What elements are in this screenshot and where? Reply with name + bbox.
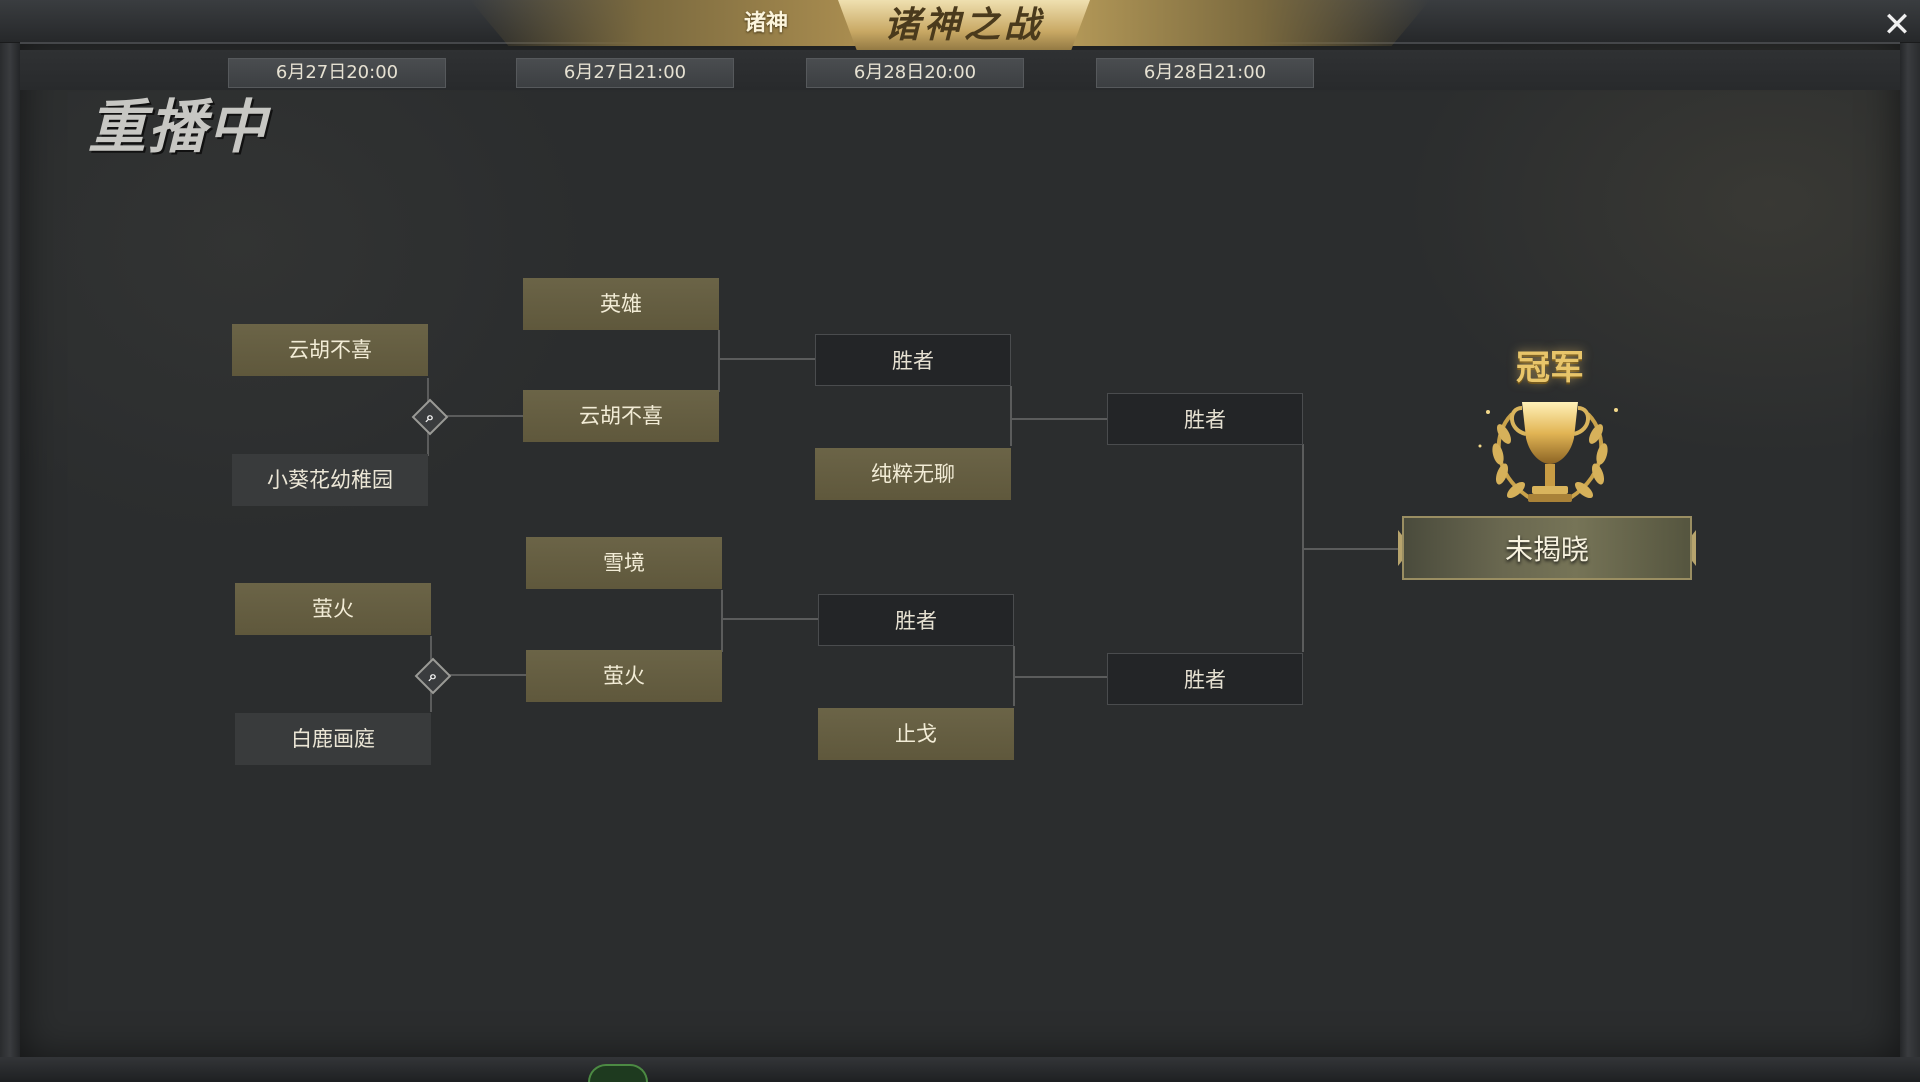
champion-result: 未揭晓 <box>1402 516 1692 580</box>
magnifier-icon: ⌕ <box>428 667 438 685</box>
bracket-slot-r1-3[interactable]: 萤火 <box>235 583 431 635</box>
bracket-slot-r2-4[interactable]: 萤火 <box>526 650 722 702</box>
bracket-slot-r3-1[interactable]: 胜者 <box>815 334 1011 386</box>
trophy-icon <box>1478 402 1618 502</box>
bracket-slot-r1-4[interactable]: 白鹿画庭 <box>235 713 431 765</box>
bracket-slot-r1-1[interactable]: 云胡不喜 <box>232 324 428 376</box>
round-time-3: 6月28日20:00 <box>806 58 1024 88</box>
bracket-slot-r1-2[interactable]: 小葵花幼稚园 <box>232 454 428 506</box>
title-tab[interactable]: 诸神 <box>743 11 788 36</box>
champion-label: 冠军 <box>1516 348 1584 388</box>
replay-status: 重播中 <box>88 93 269 161</box>
bracket-slot-r4-1[interactable]: 胜者 <box>1107 393 1303 445</box>
close-button[interactable]: ✕ <box>1878 6 1916 44</box>
bracket-slot-r3-2[interactable]: 纯粹无聊 <box>815 448 1011 500</box>
magnifier-icon: ⌕ <box>425 408 435 426</box>
bottom-strip <box>0 1057 1920 1080</box>
round-time-2: 6月27日21:00 <box>516 58 734 88</box>
bracket-slot-r3-4[interactable]: 止戈 <box>818 708 1014 760</box>
round-time-4: 6月28日21:00 <box>1096 58 1314 88</box>
bracket-slot-r2-2[interactable]: 云胡不喜 <box>523 390 719 442</box>
bracket-slot-r2-3[interactable]: 雪境 <box>526 537 722 589</box>
page-title: 诸神之战 <box>883 4 1044 46</box>
close-icon: ✕ <box>1882 5 1912 45</box>
round-time-1: 6月27日20:00 <box>228 58 446 88</box>
emblem-icon <box>588 1064 648 1082</box>
bracket-slot-r2-1[interactable]: 英雄 <box>523 278 719 330</box>
bracket-slot-r3-3[interactable]: 胜者 <box>818 594 1014 646</box>
bracket-slot-r4-2[interactable]: 胜者 <box>1107 653 1303 705</box>
